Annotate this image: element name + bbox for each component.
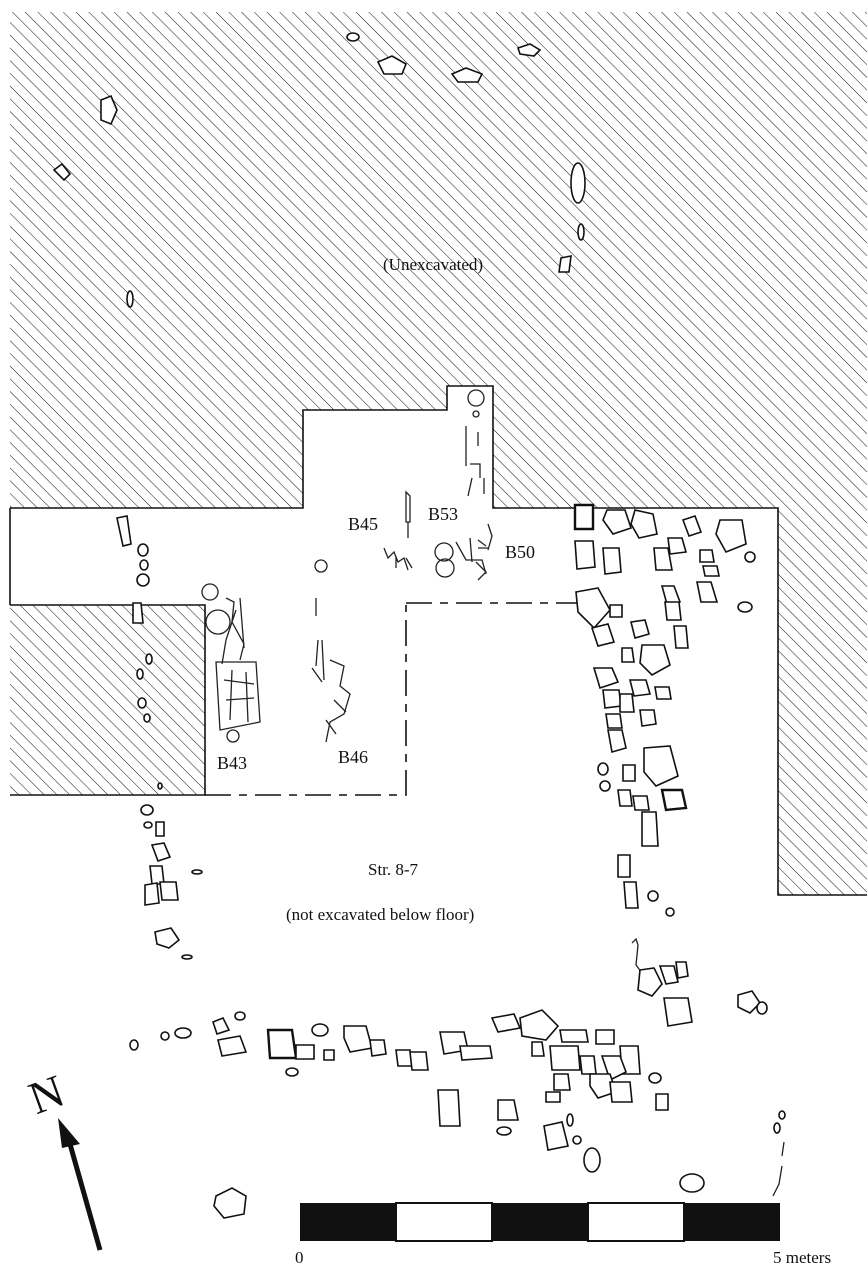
burial-b53-remains (434, 389, 487, 578)
burial-b46-remains (311, 559, 351, 743)
burial-b50-remains (475, 523, 493, 581)
scale-bar-end-label: 5 meters (773, 1248, 831, 1267)
stones-west-wall (116, 515, 203, 960)
north-arrow: N (22, 1065, 103, 1251)
burial-b43-label: B43 (217, 753, 247, 773)
excavation-boundary (9, 385, 867, 896)
burial-b43-remains (201, 583, 261, 743)
burial-b50-label: B50 (505, 542, 535, 562)
scale-bar-start-label: 0 (295, 1248, 304, 1267)
north-arrow-label: N (22, 1065, 71, 1124)
scale-bar-segment (395, 1202, 493, 1242)
scale-bar: 0 5 meters (295, 1202, 831, 1267)
burial-b53-label: B53 (428, 504, 458, 524)
stones-east-wall (573, 503, 756, 917)
scale-bar-segment (587, 1202, 685, 1242)
unexcavated-label: (Unexcavated) (383, 255, 483, 274)
scale-bar-segment (684, 1203, 780, 1241)
burial-b45-remains (383, 490, 413, 571)
structure-label: Str. 8-7 (368, 860, 419, 879)
unexcavated-area (10, 12, 867, 895)
burial-b45-label: B45 (348, 514, 378, 534)
stones-south-wall (129, 937, 786, 1219)
scale-bar-segment (492, 1203, 588, 1241)
stones-north (52, 32, 586, 308)
scale-bar-segment (300, 1203, 396, 1241)
excavation-note: (not excavated below floor) (286, 905, 474, 924)
burial-b46-label: B46 (338, 747, 368, 767)
